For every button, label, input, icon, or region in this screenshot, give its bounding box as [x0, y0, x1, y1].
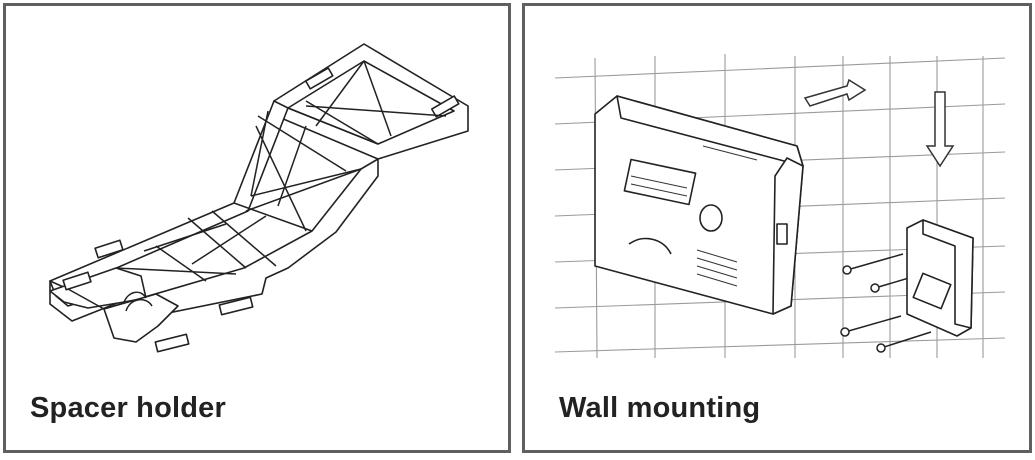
spacer-holder-illustration: [49, 43, 469, 353]
wall-mounting-illustration: [554, 54, 1006, 359]
wall-mounting-panel: Wall mounting: [522, 3, 1032, 453]
panel-caption: Spacer holder: [30, 392, 226, 424]
arrow-right-icon: [803, 78, 867, 107]
arrow-down-icon: [925, 91, 955, 168]
spacer-holder-panel: Spacer holder: [3, 3, 511, 453]
panel-caption: Wall mounting: [559, 392, 761, 424]
